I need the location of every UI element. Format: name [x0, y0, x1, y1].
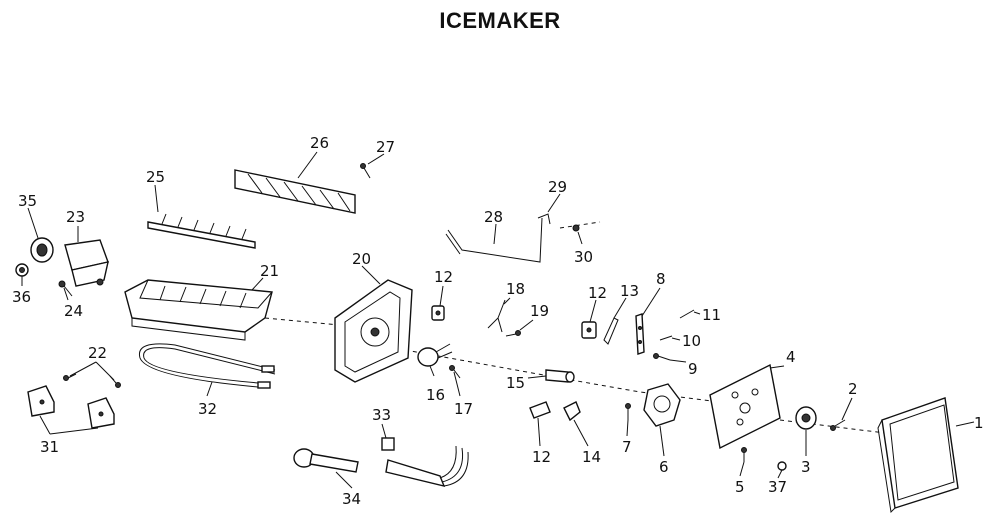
part-19-screw	[505, 330, 521, 337]
part-24-screw	[58, 280, 73, 297]
part-23-valve	[64, 239, 109, 287]
part-21-mold	[124, 279, 273, 341]
callout-10: 10	[682, 332, 701, 350]
part-25-ejector	[147, 213, 256, 249]
callout-2: 2	[848, 380, 858, 398]
callout-36: 36	[12, 288, 31, 306]
part-17-screw	[449, 365, 461, 379]
part-10-screw	[659, 335, 673, 341]
callout-35: 35	[18, 192, 37, 210]
part-11-pin	[679, 309, 695, 319]
callout-16: 16	[426, 386, 445, 404]
part-32-heater	[138, 343, 276, 389]
part-33-connector	[381, 437, 395, 451]
part-7-screw	[625, 403, 631, 420]
part-18-lever	[487, 299, 506, 333]
diagram-title: ICEMAKER	[439, 8, 561, 33]
callout-12-c: 12	[532, 448, 551, 466]
callout-3: 3	[801, 458, 811, 476]
callout-14: 14	[582, 448, 601, 466]
part-31-brackets	[27, 385, 115, 429]
callout-20: 20	[352, 250, 371, 268]
callout-26: 26	[310, 134, 329, 152]
part-13-spring	[603, 317, 619, 345]
callout-34: 34	[342, 490, 361, 508]
part-1-cover	[877, 397, 959, 514]
part-28-shutoff-arm	[445, 217, 543, 263]
callout-31: 31	[40, 438, 59, 456]
callout-6: 6	[659, 458, 669, 476]
callout-30: 30	[574, 248, 593, 266]
part-6-gear-motor	[643, 383, 681, 427]
callout-1: 1	[974, 414, 984, 432]
part-37-nut	[777, 461, 787, 471]
callout-12-a: 12	[434, 268, 453, 286]
part-4-mounting-plate	[709, 363, 781, 450]
callout-22: 22	[88, 344, 107, 362]
part-12-switch-c	[529, 401, 551, 419]
callout-4: 4	[786, 348, 796, 366]
part-16-motor	[417, 343, 453, 367]
part-35-seal	[30, 237, 54, 263]
part-5-screw	[741, 447, 747, 462]
callout-24: 24	[64, 302, 83, 320]
part-14-cam	[563, 401, 581, 422]
callout-33: 33	[372, 406, 391, 424]
leader-lines	[21, 151, 975, 489]
callout-21: 21	[260, 262, 279, 280]
callout-8: 8	[656, 270, 666, 288]
part-36-nut	[15, 263, 29, 277]
callout-19: 19	[530, 302, 549, 320]
callout-12-b: 12	[588, 284, 607, 302]
part-20-housing	[334, 279, 413, 383]
part-8-bracket	[635, 313, 645, 355]
part-3-knob	[795, 406, 817, 430]
callout-29: 29	[548, 178, 567, 196]
callout-7: 7	[622, 438, 632, 456]
callout-18: 18	[506, 280, 525, 298]
callout-11: 11	[702, 306, 721, 324]
callout-13: 13	[620, 282, 639, 300]
part-30-bearing	[572, 224, 580, 232]
callout-25: 25	[146, 168, 165, 186]
callout-5: 5	[735, 478, 745, 496]
wiring-harness	[385, 445, 469, 487]
callout-23: 23	[66, 208, 85, 226]
callout-28: 28	[484, 208, 503, 226]
part-12-switch-b	[581, 321, 597, 339]
callout-37: 37	[768, 478, 787, 496]
callout-32: 32	[198, 400, 217, 418]
callout-9: 9	[688, 360, 698, 378]
callout-15: 15	[506, 374, 525, 392]
part-22-screws	[63, 373, 121, 388]
part-29-clip	[537, 213, 551, 225]
part-26-stripper	[234, 169, 356, 214]
callout-labels: 1 2 3 4 5 6 7 8 9 10 11 12 12 12 13 14 1…	[12, 134, 984, 508]
callout-27: 27	[376, 138, 395, 156]
part-2-screw	[830, 419, 846, 431]
part-9-screw	[653, 353, 671, 361]
part-27-screw	[360, 163, 371, 179]
part-15-shaft	[545, 369, 575, 383]
callout-17: 17	[454, 400, 473, 418]
part-12-switch-a	[431, 305, 445, 321]
part-34-fill-tube	[293, 448, 359, 473]
